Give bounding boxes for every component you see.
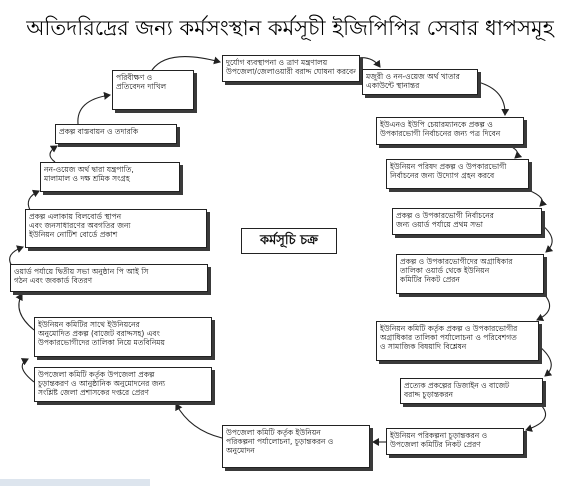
arrow-10-to-11 — [175, 403, 223, 439]
step-text: পরিকল্পনা পর্যালোচনা, চূড়ান্তকরন ও — [226, 437, 334, 446]
step-text: সংশ্লিষ্ট জেলা প্রশাসকের দপ্তরে প্রেরণ — [38, 388, 149, 397]
arrow-4-to-5 — [527, 189, 548, 207]
step-12-exchange-views: ইউনিয়ন কমিটির সাথে ইউনিয়নের অনুমোদিত প… — [34, 317, 212, 357]
step-text: বরাদ্দ চুড়ান্তকরন — [404, 390, 454, 399]
step-text: নির্বাচনের জন্য উদ্যোগ গ্রহন করবে — [390, 171, 495, 180]
step-text: প্রত্যেক প্রকল্পের ডিজাইন ও বাজেট — [404, 381, 510, 390]
step-3-uno-letter: ইউএনও ইউপি চেয়ারম্যানকে প্রকল্প ও উপকার… — [376, 117, 524, 145]
arrow-15-to-16 — [49, 145, 58, 163]
step-11-send-to-district: উপজেলা কমিটি কর্তৃক উপজেলা প্রকল্প চুড়া… — [34, 367, 212, 402]
step-text: অগ্রাধিকার তালিকা পর্যালোচনা ও পরিবেশগত — [380, 333, 517, 342]
step-text: ও সামাজিক বিষয়াদি বিশ্লেষন — [380, 342, 467, 351]
step-text: অনুমোদিত প্রকল্প (বাজেট বরাদ্দসহ) এবং — [38, 329, 160, 338]
step-text: একাউন্টে স্থানান্তর — [366, 81, 420, 90]
status-bar-fragment — [0, 479, 150, 486]
step-text: উপজেলা/জেলাওয়ারী বরাদ্দ ঘোষনা করবেন — [226, 67, 356, 76]
step-13-second-ward-meeting: ওয়ার্ড পর্যায়ে দ্বিতীয় সভা অনুষ্ঠান প… — [10, 264, 208, 292]
step-text: উপজেলা কমিটি কর্তৃক ইউনিয়ন — [226, 428, 321, 437]
step-text: মজুরী ও নন-ওয়েজ অর্থ খাতার — [366, 72, 460, 81]
step-4-union-initiative: ইউনিয়ন পরিষদ প্রকল্প ও উপকারভোগী নির্বা… — [386, 159, 529, 189]
step-text: পরিবীক্ষণ ও — [116, 73, 153, 82]
step-text: ইউএনও ইউপি চেয়ারম্যানকে প্রকল্প ও — [380, 120, 493, 129]
step-text: প্রকল্প এলাকায় বিলবোর্ড স্থাপন — [29, 212, 122, 221]
step-text: দুর্যোগ ব্যবস্থাপনা ও ত্রাণ মন্ত্রণালয় — [226, 58, 328, 67]
step-8-design-budget: প্রত্যেক প্রকল্পের ডিজাইন ও বাজেট বরাদ্দ… — [400, 378, 543, 404]
step-text: ইউনিয়ন কমিটি কর্তৃক প্রকল্প ও উপকারভোগী… — [380, 324, 518, 333]
step-6-priority-list-sent: প্রকল্প ও উপকারভোগীদের অগ্রাধিকার তালিকা… — [396, 254, 544, 294]
step-15-procurement: নন-ওয়েজ অর্থ দ্বারা যন্ত্রপাতি, মালামাল… — [40, 162, 180, 192]
arrow-11-to-12 — [20, 358, 35, 383]
step-10-upazila-approval: উপজেলা কমিটি কর্তৃক ইউনিয়ন পরিকল্পনা পর… — [222, 425, 370, 468]
step-text: প্রকল্প ও উপকারভোগী নির্বাচনের — [396, 211, 494, 220]
step-5-first-ward-meeting: প্রকল্প ও উপকারভোগী নির্বাচনের জন্য ওয়া… — [392, 208, 542, 235]
arrow-3-to-4 — [509, 145, 523, 159]
step-text: চুড়ান্তকরণ ও আনুষ্ঠানিক অনুমোদনের জন্য — [38, 379, 166, 388]
step-16-implementation: প্রকল্প বাস্তবায়ন ও তদারকি — [55, 124, 177, 144]
step-2-fund-transfer: মজুরী ও নন-ওয়েজ অর্থ খাতার একাউন্টে স্থ… — [362, 69, 478, 95]
arrow-14-to-15 — [27, 189, 40, 211]
arrow-8-to-9 — [525, 403, 547, 432]
step-text: ইউনিয়ন পরিকল্পনা চুড়ান্তকরন ও — [390, 431, 488, 440]
step-text: নন-ওয়েজ অর্থ দ্বারা যন্ত্রপাতি, — [44, 165, 134, 174]
step-text: প্রকল্প ও উপকারভোগীদের অগ্রাধিকার — [400, 257, 513, 266]
step-text: উপজেলা কমিটির নিকট প্রেরণ — [390, 440, 481, 449]
step-7-union-committee-review: ইউনিয়ন কমিটি কর্তৃক প্রকল্প ও উপকারভোগী… — [376, 321, 539, 361]
step-9-union-plan-finalize: ইউনিয়ন পরিকল্পনা চুড়ান্তকরন ও উপজেলা ক… — [386, 428, 524, 455]
arrow-16-to-17 — [77, 91, 111, 125]
step-text: ইউনিয়ন কমিটির সাথে ইউনিয়নের — [38, 320, 140, 329]
step-text: অনুমোদন — [226, 446, 255, 455]
step-text: ইউনিয়ন পরিষদ প্রকল্প ও উপকারভোগী — [390, 162, 507, 171]
arrow-1-to-2 — [357, 57, 381, 68]
step-17-monitoring-report: পরিবীক্ষণ ও প্রতিবেদন দাখিল — [112, 70, 194, 110]
diagram-title: অতিদরিদ্রের জন্য কর্মসংস্থান কর্মসূচী ইজ… — [26, 16, 554, 40]
step-1-allocation-announcement: দুর্যোগ ব্যবস্থাপনা ও ত্রাণ মন্ত্রণালয় … — [222, 55, 360, 82]
arrow-2-to-3 — [477, 81, 510, 116]
arrow-5-to-6 — [541, 224, 554, 253]
step-text: উপকারভোগীদের তালিকা নিয়ে মতবিনিময় — [38, 338, 165, 347]
step-text: মালামাল ও দক্ষ শ্রমিক সংগ্রহ — [44, 174, 130, 183]
step-text: প্রকল্প বাস্তবায়ন ও তদারকি — [59, 127, 139, 136]
step-text: ইউনিয়ন নোটিশ বোর্ডে প্রকাশ — [29, 230, 118, 239]
step-text: উপকারভোগী নির্বাচনের জন্য পত্র দিবেন — [380, 129, 501, 138]
step-text: গঠন এবং জবকার্ড বিতরণ — [14, 276, 93, 285]
step-text: জন্য ওয়ার্ড পর্যায়ে প্রথম সভা — [396, 220, 483, 229]
step-text: প্রতিবেদন দাখিল — [116, 82, 167, 91]
arrow-12-to-13 — [15, 293, 35, 331]
arrow-7-to-8 — [538, 345, 553, 377]
cycle-center-label: কর্মসূচি চক্র — [241, 228, 337, 254]
arrow-17-to-1 — [151, 56, 221, 71]
step-text: উপজেলা কমিটি কর্তৃক উপজেলা প্রকল্প — [38, 370, 155, 379]
step-text: এবং জনসাধারণের অবগতির জন্য — [29, 221, 131, 230]
step-text: কমিটির নিকট প্রেরন — [400, 275, 460, 284]
step-14-billboard-notice: প্রকল্প এলাকায় বিলবোর্ড স্থাপন এবং জনসা… — [25, 209, 207, 248]
step-text: ওয়ার্ড পর্যায়ে দ্বিতীয় সভা অনুষ্ঠান প… — [14, 267, 149, 276]
arrow-6-to-7 — [536, 293, 551, 322]
step-text: তালিকা ওয়ার্ড থেকে ইউনিয়ন — [400, 266, 490, 275]
